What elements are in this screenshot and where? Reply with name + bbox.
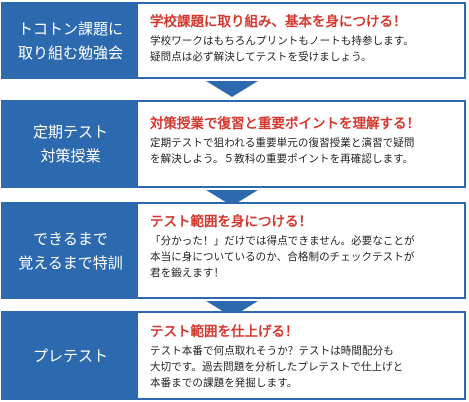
step-1-description: 学校ワークはもちろんプリントもノートも持参します。 疑問点は必ず解決してテストを… — [150, 35, 414, 63]
step-1-box: トコトン課題に 取り組む勉強会 学校課題に取り組み、基本を身につける！ 学校ワー… — [1, 2, 466, 79]
step-4-box: プレテスト テスト範囲を仕上げる！ テスト本番で何点取れそうか？テストは時間配分… — [1, 311, 466, 400]
step-4-label: プレテスト — [3, 313, 138, 398]
step-2-heading: 対策授業で復習と重要ポイントを理解する！ — [150, 116, 420, 132]
step-2-box: 定期テスト 対策授業 対策授業で復習と重要ポイントを理解する！ 定期テストで狙わ… — [1, 100, 466, 188]
step-2-label: 定期テスト 対策授業 — [3, 102, 138, 186]
step-3-description: 「分かった！」だけでは得点できません。必要なことが 本当に身についているのか、合… — [150, 235, 415, 279]
step-4-description: テスト本番で何点取れそうか？テストは時間配分も 大切です。過去問題を分析したプレ… — [150, 345, 404, 389]
flow-arrow-1 — [206, 81, 258, 97]
step-2-body: 対策授業で復習と重要ポイントを理解する！ 定期テストで狙われる重要単元の復習授業… — [150, 114, 456, 167]
step-1-body: 学校課題に取り組み、基本を身につける！ 学校ワークはもちろんプリントもノートも持… — [150, 12, 456, 65]
step-1-label: トコトン課題に 取り組む勉強会 — [3, 4, 138, 77]
step-4-body: テスト範囲を仕上げる！ テスト本番で何点取れそうか？テストは時間配分も 大切です… — [150, 322, 456, 391]
step-3-body: テスト範囲を身につける！ 「分かった！」だけでは得点できません。必要なことが 本… — [150, 212, 456, 281]
step-4-heading: テスト範囲を仕上げる！ — [150, 324, 299, 340]
step-2-description: 定期テストで狙われる重要単元の復習授業と演習で疑問 を解決しよう。５教科の重要ポ… — [150, 137, 415, 165]
step-1-heading: 学校課題に取り組み、基本を身につける！ — [150, 14, 407, 30]
step-3-label: できるまで 覚えるまで特訓 — [3, 204, 138, 297]
step-3-box: できるまで 覚えるまで特訓 テスト範囲を身につける！ 「分かった！」だけでは得点… — [1, 202, 466, 299]
step-3-heading: テスト範囲を身につける！ — [150, 214, 312, 230]
